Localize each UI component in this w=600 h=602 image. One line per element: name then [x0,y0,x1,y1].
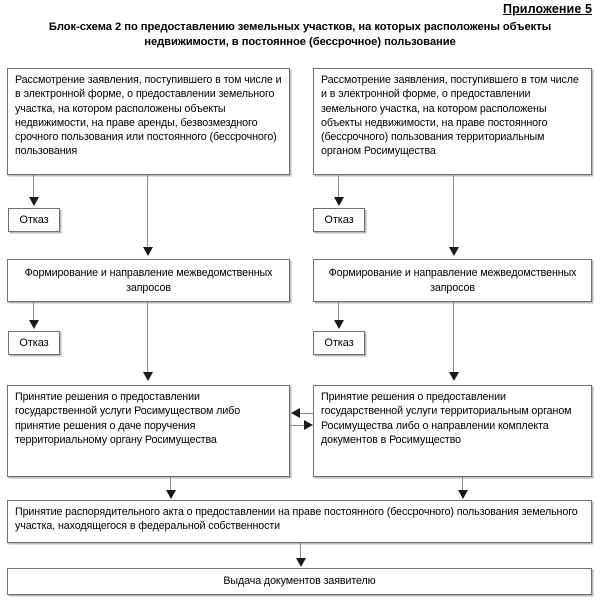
connector-left-decision-to-right-decision [290,425,304,426]
node-left-decision-label: Принятие решения о предоставлении госуда… [15,391,241,446]
connector-right-review-to-requests [453,175,454,248]
node-act: Принятие распорядительного акта о предос… [7,500,592,543]
node-right-refusal-2-label: Отказ [324,336,354,349]
node-right-review-label: Рассмотрение заявления, поступившего в т… [321,74,579,158]
node-left-decision: Принятие решения о предоставлении госуда… [7,385,290,477]
connector-right-decision-to-left-decision [300,413,314,414]
arrow-right-review-to-requests [449,247,459,256]
connector-right-requests-to-refusal [338,302,339,322]
arrow-left-requests-to-refusal [29,320,39,329]
connector-right-review-to-refusal [338,175,339,199]
arrow-right-decision-to-act [458,490,468,499]
connector-left-requests-to-refusal [33,302,34,322]
node-left-review-label: Рассмотрение заявления, поступившего в т… [15,74,282,158]
connector-left-review-to-refusal [33,175,34,199]
node-left-requests-label: Формирование и направление межведомствен… [24,267,273,294]
arrow-right-review-to-refusal [334,197,344,206]
node-issue-label: Выдача документов заявителю [223,575,376,588]
arrow-left-review-to-requests [143,247,153,256]
arrow-right-requests-to-refusal [334,320,344,329]
page-title: Блок-схема 2 по предоставлению земельных… [48,21,552,48]
node-right-refusal-1-label: Отказ [324,213,354,226]
connector-right-decision-to-act [462,477,463,498]
appendix-label: Приложение 5 [502,2,592,16]
connector-act-to-issue [300,543,301,562]
node-left-refusal-2: Отказ [8,331,60,355]
node-right-review: Рассмотрение заявления, поступившего в т… [313,68,592,175]
node-left-requests: Формирование и направление межведомствен… [7,259,290,302]
node-left-review: Рассмотрение заявления, поступившего в т… [7,68,290,175]
node-issue: Выдача документов заявителю [7,568,592,595]
arrow-right-requests-to-decision [449,372,459,381]
node-right-requests-label: Формирование и направление межведомствен… [328,267,577,294]
connector-left-decision-to-act [170,477,171,498]
arrow-left-review-to-refusal [29,197,39,206]
arrow-right-decision-to-left-decision [291,408,300,418]
arrow-left-decision-to-right-decision [304,420,313,430]
node-right-decision-label: Принятие решения о предоставлении госуда… [321,391,572,446]
arrow-left-requests-to-decision [143,372,153,381]
arrow-left-decision-to-act [166,490,176,499]
node-left-refusal-1: Отказ [8,208,60,232]
arrow-act-to-issue [296,558,306,567]
connector-left-requests-to-decision [147,302,148,373]
node-right-refusal-1: Отказ [313,208,365,232]
node-act-label: Принятие распорядительного акта о предос… [15,506,578,533]
node-left-refusal-1-label: Отказ [19,213,49,226]
connector-right-requests-to-decision [453,302,454,373]
node-left-refusal-2-label: Отказ [19,336,49,349]
node-right-requests: Формирование и направление межведомствен… [313,259,592,302]
node-right-refusal-2: Отказ [313,331,365,355]
node-right-decision: Принятие решения о предоставлении госуда… [313,385,592,477]
connector-left-review-to-requests [147,175,148,248]
